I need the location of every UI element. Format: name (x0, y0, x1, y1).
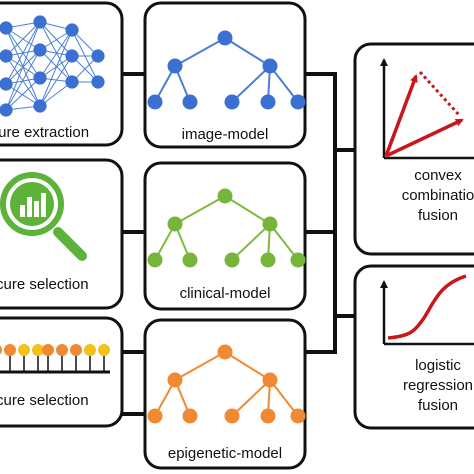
neural-network-icon (0, 15, 105, 117)
fusion-caption-line3: fusion (418, 397, 458, 414)
left-panel-caption: cure selection (0, 276, 89, 293)
left-panel-caption: cure selection (0, 392, 89, 409)
tree-node (147, 408, 163, 424)
model-panel-frame (143, 161, 307, 311)
lollipop-marker (56, 344, 68, 356)
tree-icon (147, 344, 306, 424)
model-panel-image: image-model (143, 1, 307, 149)
model-caption: image-model (182, 126, 269, 143)
left-panel-3: cure selection (0, 316, 124, 428)
tree-node (290, 94, 306, 110)
tree-node (262, 216, 278, 232)
model-caption: epigenetic-model (168, 445, 282, 462)
lollipop-marker (42, 344, 54, 356)
fusion-panel-convex: convex combinatio fusion (353, 42, 474, 256)
left-panel-2: cure selection (0, 158, 124, 310)
sigmoid-curve-icon (380, 274, 474, 346)
tree-icon (147, 30, 306, 110)
lollipop-marker (98, 344, 110, 356)
tree-node (224, 408, 240, 424)
lollipop-marker (4, 344, 16, 356)
lollipop-marker (70, 344, 82, 356)
tree-node (260, 252, 276, 268)
tree-node (147, 94, 163, 110)
left-panel-caption: ture extraction (0, 124, 89, 141)
lollipop-markers-icon (0, 344, 110, 374)
tree-node (262, 58, 278, 74)
tree-node (182, 252, 198, 268)
tree-node (217, 188, 233, 204)
tree-node (167, 58, 183, 74)
lollipop-marker (18, 344, 30, 356)
model-caption: clinical-model (180, 285, 271, 302)
fusion-caption-line2: regression (403, 377, 473, 394)
tree-node (182, 408, 198, 424)
fusion-caption-line1: logistic (415, 357, 461, 374)
magnifier-barchart-icon (0, 172, 87, 261)
tree-node (290, 408, 306, 424)
tree-node (224, 252, 240, 268)
tree-node (260, 408, 276, 424)
tree-node (167, 216, 183, 232)
fusion-caption-line1: convex (414, 167, 462, 184)
tree-icon (147, 188, 306, 268)
tree-node (182, 94, 198, 110)
model-panel-clinical: clinical-model (143, 161, 307, 311)
model-panel-epigenetic: epigenetic-model (143, 318, 307, 470)
fusion-caption-line3: fusion (418, 207, 458, 224)
tree-node (217, 30, 233, 46)
tree-node (262, 372, 278, 388)
tree-node (224, 94, 240, 110)
tree-node (217, 344, 233, 360)
model-panel-frame (143, 318, 307, 470)
tree-node (260, 94, 276, 110)
fusion-caption-line2: combinatio (402, 187, 474, 204)
model-panel-frame (143, 1, 307, 149)
lollipop-marker (0, 345, 2, 355)
lollipop-marker (32, 344, 44, 356)
tree-node (147, 252, 163, 268)
lollipop-marker (84, 344, 96, 356)
tree-node (290, 252, 306, 268)
fusion-panel-logistic: logistic regression fusion (353, 264, 474, 430)
vector-triangle-icon (380, 58, 474, 160)
left-panel-1: ture extraction (0, 1, 124, 147)
tree-node (167, 372, 183, 388)
